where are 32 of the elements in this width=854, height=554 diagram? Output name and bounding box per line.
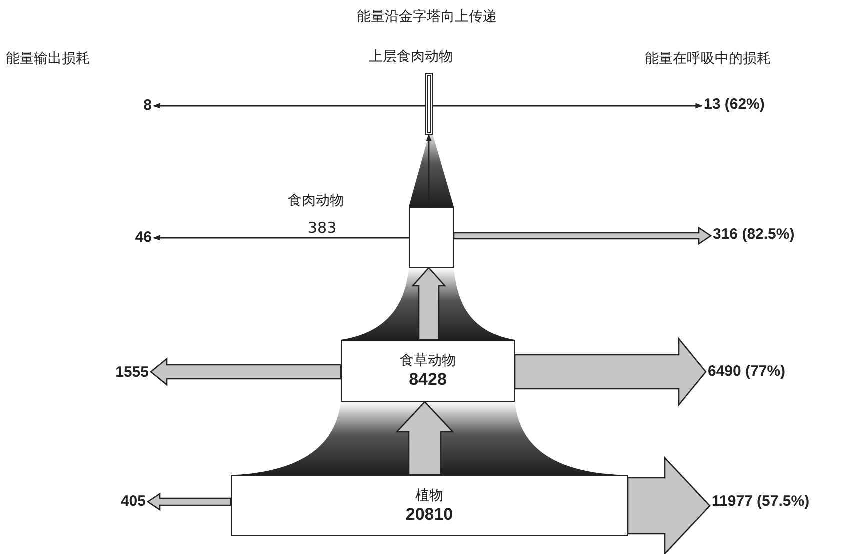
diagram-title: 能量沿金字塔向上传递 [356,8,498,26]
level-bar [425,73,433,135]
block-arrow [412,267,446,341]
block-arrow [514,337,707,407]
block-arrow [396,401,454,476]
energy-value: 6490 (77%) [708,363,786,381]
energy-value: 8428 [409,370,447,390]
energy-value: 8 [144,97,152,115]
trophic-level-box [341,340,515,402]
energy-value: 11977 (57.5%) [712,493,810,511]
arrow [433,103,703,109]
column-heading: 能量在呼吸中的损耗 [645,50,771,68]
level-name: 植物 [416,486,444,504]
level-name: 上层食肉动物 [369,48,453,66]
energy-value: 20810 [406,504,454,524]
energy-value: 383 [308,219,337,237]
energy-value: 13 (62%) [704,96,765,114]
trophic-level-box [409,207,454,268]
level-name: 食肉动物 [288,192,344,210]
trophic-level-box [231,475,628,536]
energy-value: 405 [120,493,146,511]
arrow [153,235,409,241]
block-arrow [146,492,232,512]
column-heading: 能量输出损耗 [6,50,90,68]
block-arrow [150,358,342,386]
block-arrow [627,456,711,554]
arrow [153,103,425,109]
level-name: 食草动物 [400,352,456,370]
block-arrow [453,226,712,246]
energy-value: 316 (82.5%) [713,226,795,244]
energy-value: 1555 [116,364,149,382]
energy-value: 46 [135,229,152,247]
